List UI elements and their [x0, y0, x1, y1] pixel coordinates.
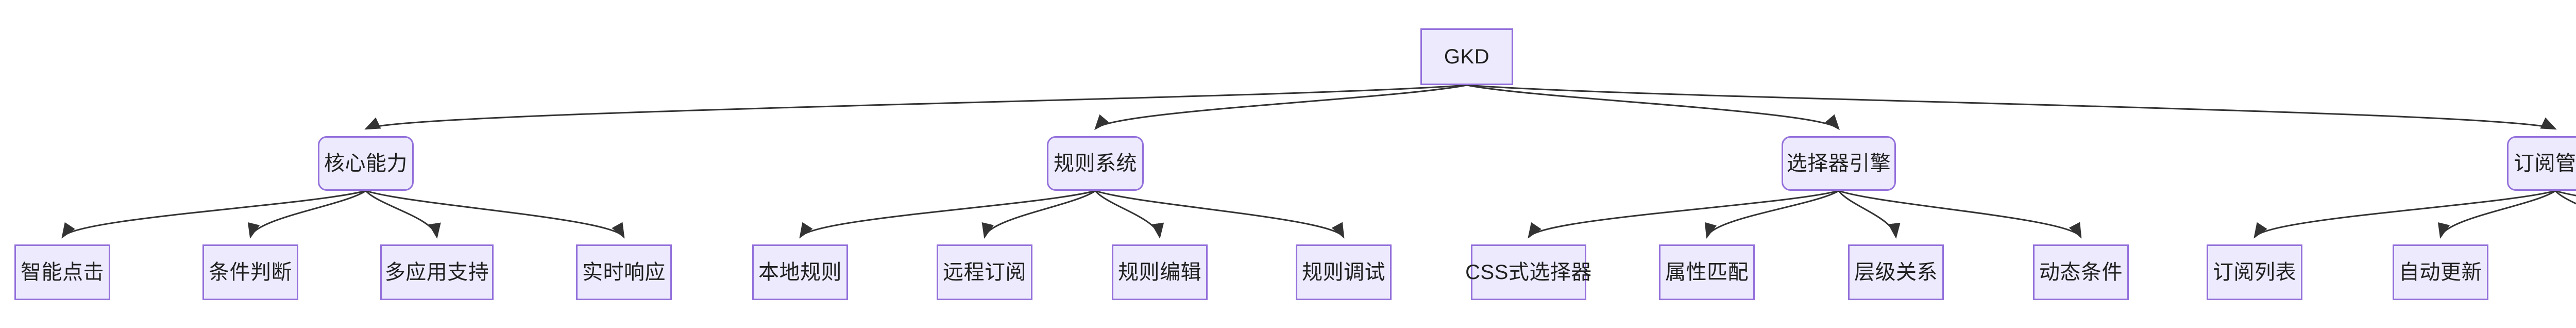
node-label: 规则编辑: [1118, 261, 1201, 284]
node-label: 规则调试: [1302, 261, 1385, 284]
node-b3[interactable]: 选择器引擎: [1782, 136, 1896, 191]
node-l11[interactable]: 层级关系: [1848, 244, 1944, 300]
node-label: 动态条件: [2039, 261, 2123, 284]
node-l10[interactable]: 属性匹配: [1659, 244, 1755, 300]
node-l5[interactable]: 本地规则: [752, 244, 848, 300]
node-l14[interactable]: 自动更新: [2393, 244, 2488, 300]
node-label: 实时响应: [582, 261, 666, 284]
node-l12[interactable]: 动态条件: [2033, 244, 2129, 300]
node-label: 规则系统: [1054, 152, 1137, 175]
node-label: 属性匹配: [1665, 261, 1749, 284]
node-label: CSS式选择器: [1465, 261, 1592, 284]
node-root[interactable]: GKD: [1420, 28, 1513, 85]
node-label: 本地规则: [758, 261, 842, 284]
node-label: 多应用支持: [384, 261, 489, 284]
node-label: 条件判断: [209, 261, 292, 284]
node-label: 选择器引擎: [1786, 152, 1891, 175]
node-l13[interactable]: 订阅列表: [2207, 244, 2302, 300]
node-l1[interactable]: 智能点击: [14, 244, 110, 300]
node-l9[interactable]: CSS式选择器: [1465, 244, 1591, 300]
node-label: 核心能力: [324, 152, 408, 175]
node-label: 智能点击: [21, 261, 104, 284]
node-label: 远程订阅: [943, 261, 1026, 284]
node-label: 订阅管理: [2514, 152, 2576, 175]
node-label: 层级关系: [1854, 261, 1938, 284]
node-label: GKD: [1444, 45, 1490, 68]
node-l3[interactable]: 多应用支持: [380, 244, 494, 300]
node-b2[interactable]: 规则系统: [1047, 136, 1144, 191]
node-l2[interactable]: 条件判断: [202, 244, 298, 300]
node-b4[interactable]: 订阅管理: [2507, 136, 2576, 191]
node-l6[interactable]: 远程订阅: [937, 244, 1032, 300]
node-l8[interactable]: 规则调试: [1296, 244, 1392, 300]
node-l4[interactable]: 实时响应: [576, 244, 672, 300]
node-label: 订阅列表: [2213, 261, 2296, 284]
node-l7[interactable]: 规则编辑: [1112, 244, 1208, 300]
node-b1[interactable]: 核心能力: [318, 136, 414, 191]
node-label: 自动更新: [2399, 261, 2482, 284]
